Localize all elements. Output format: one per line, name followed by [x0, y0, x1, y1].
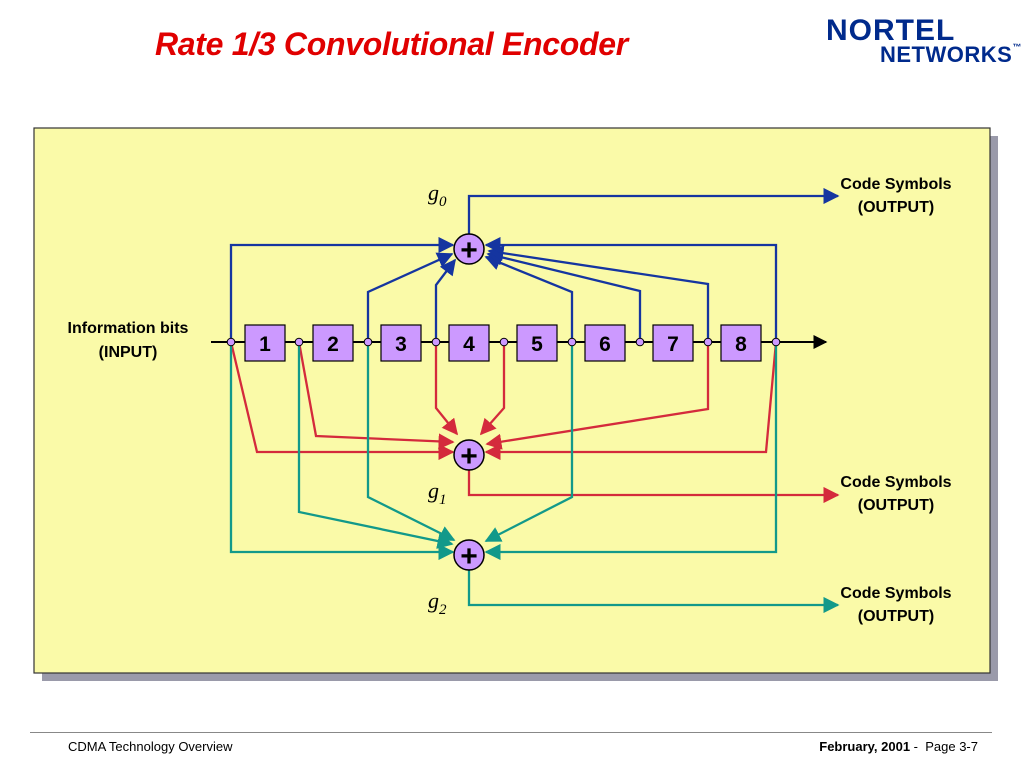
logo-line-2: NETWORKS™ [880, 42, 1022, 68]
output-g2-line2: (OUTPUT) [858, 608, 934, 625]
tap-node [635, 337, 645, 347]
register-4: 4 [448, 324, 490, 362]
generator-g2-base: g [428, 588, 439, 613]
adder-g2: + [453, 539, 485, 573]
slide-title: Rate 1/3 Convolutional Encoder [155, 26, 628, 62]
encoder-diagram: 1 2 3 4 5 6 7 8 + [33, 127, 998, 681]
register-6-label: 6 [599, 333, 611, 356]
footer-left-text: CDMA Technology Overview [68, 739, 233, 754]
register-2: 2 [312, 324, 354, 362]
register-2-label: 2 [327, 333, 339, 356]
generator-g1-label: g1 [428, 478, 447, 508]
tap-node [431, 337, 441, 347]
generator-g2-label: g2 [428, 588, 447, 618]
generator-g0-label: g0 [428, 180, 447, 210]
generator-g0-sub: 0 [439, 194, 447, 210]
logo-letter-o: O [848, 14, 874, 47]
register-4-label: 4 [463, 333, 475, 356]
adder-g2-symbol: + [460, 540, 478, 573]
register-3: 3 [380, 324, 422, 362]
footer-right-text: February, 2001 - Page 3-7 [819, 739, 978, 754]
tap-node [499, 337, 509, 347]
register-3-label: 3 [395, 333, 407, 356]
tap-node [771, 337, 781, 347]
footer-page-number: Page 3-7 [925, 739, 978, 754]
tap-nodes [226, 337, 781, 347]
tap-node [294, 337, 304, 347]
tap-node [567, 337, 577, 347]
diagram-panel [33, 127, 991, 674]
logo-line-1: NORTEL [826, 14, 955, 48]
register-8-label: 8 [735, 333, 747, 356]
tap-node [703, 337, 713, 347]
output-g0-line1: Code Symbols [840, 176, 951, 193]
generator-g2-sub: 2 [439, 602, 447, 618]
register-7: 7 [652, 324, 694, 362]
output-g1-line2: (OUTPUT) [858, 497, 934, 514]
adder-g0: + [453, 233, 485, 267]
register-5: 5 [516, 324, 558, 362]
output-g2-line1: Code Symbols [840, 585, 951, 602]
adder-g1: + [453, 439, 485, 473]
g0-connections [229, 187, 840, 342]
g2-connections [229, 342, 840, 614]
logo-trademark: ™ [1012, 42, 1022, 52]
output-g0-line2: (OUTPUT) [858, 199, 934, 216]
logo-letter-n: N [826, 14, 849, 47]
logo-networks: NETWORKS [880, 42, 1013, 67]
adder-g0-symbol: + [460, 234, 478, 267]
nortel-networks-logo: NORTEL NETWORKS™ [826, 12, 1021, 70]
output-g1-line1: Code Symbols [840, 474, 951, 491]
adder-g1-symbol: + [460, 440, 478, 473]
generator-g0-base: g [428, 180, 439, 205]
register-5-label: 5 [531, 333, 543, 356]
footer-separator: - [910, 739, 926, 754]
input-label-line1: Information bits [68, 320, 189, 337]
register-7-label: 7 [667, 333, 679, 356]
g1-connections [229, 341, 840, 504]
generator-g1-sub: 1 [439, 492, 447, 508]
register-1: 1 [244, 324, 286, 362]
generator-g1-base: g [428, 478, 439, 503]
register-1-label: 1 [259, 333, 271, 356]
tap-node [363, 337, 373, 347]
register-8: 8 [720, 324, 762, 362]
register-6: 6 [584, 324, 626, 362]
tap-node [226, 337, 236, 347]
input-label-line2: (INPUT) [99, 344, 158, 361]
footer-date: February, 2001 [819, 739, 911, 754]
logo-letters-rtel: RTEL [873, 14, 956, 47]
footer-rule [30, 732, 992, 733]
